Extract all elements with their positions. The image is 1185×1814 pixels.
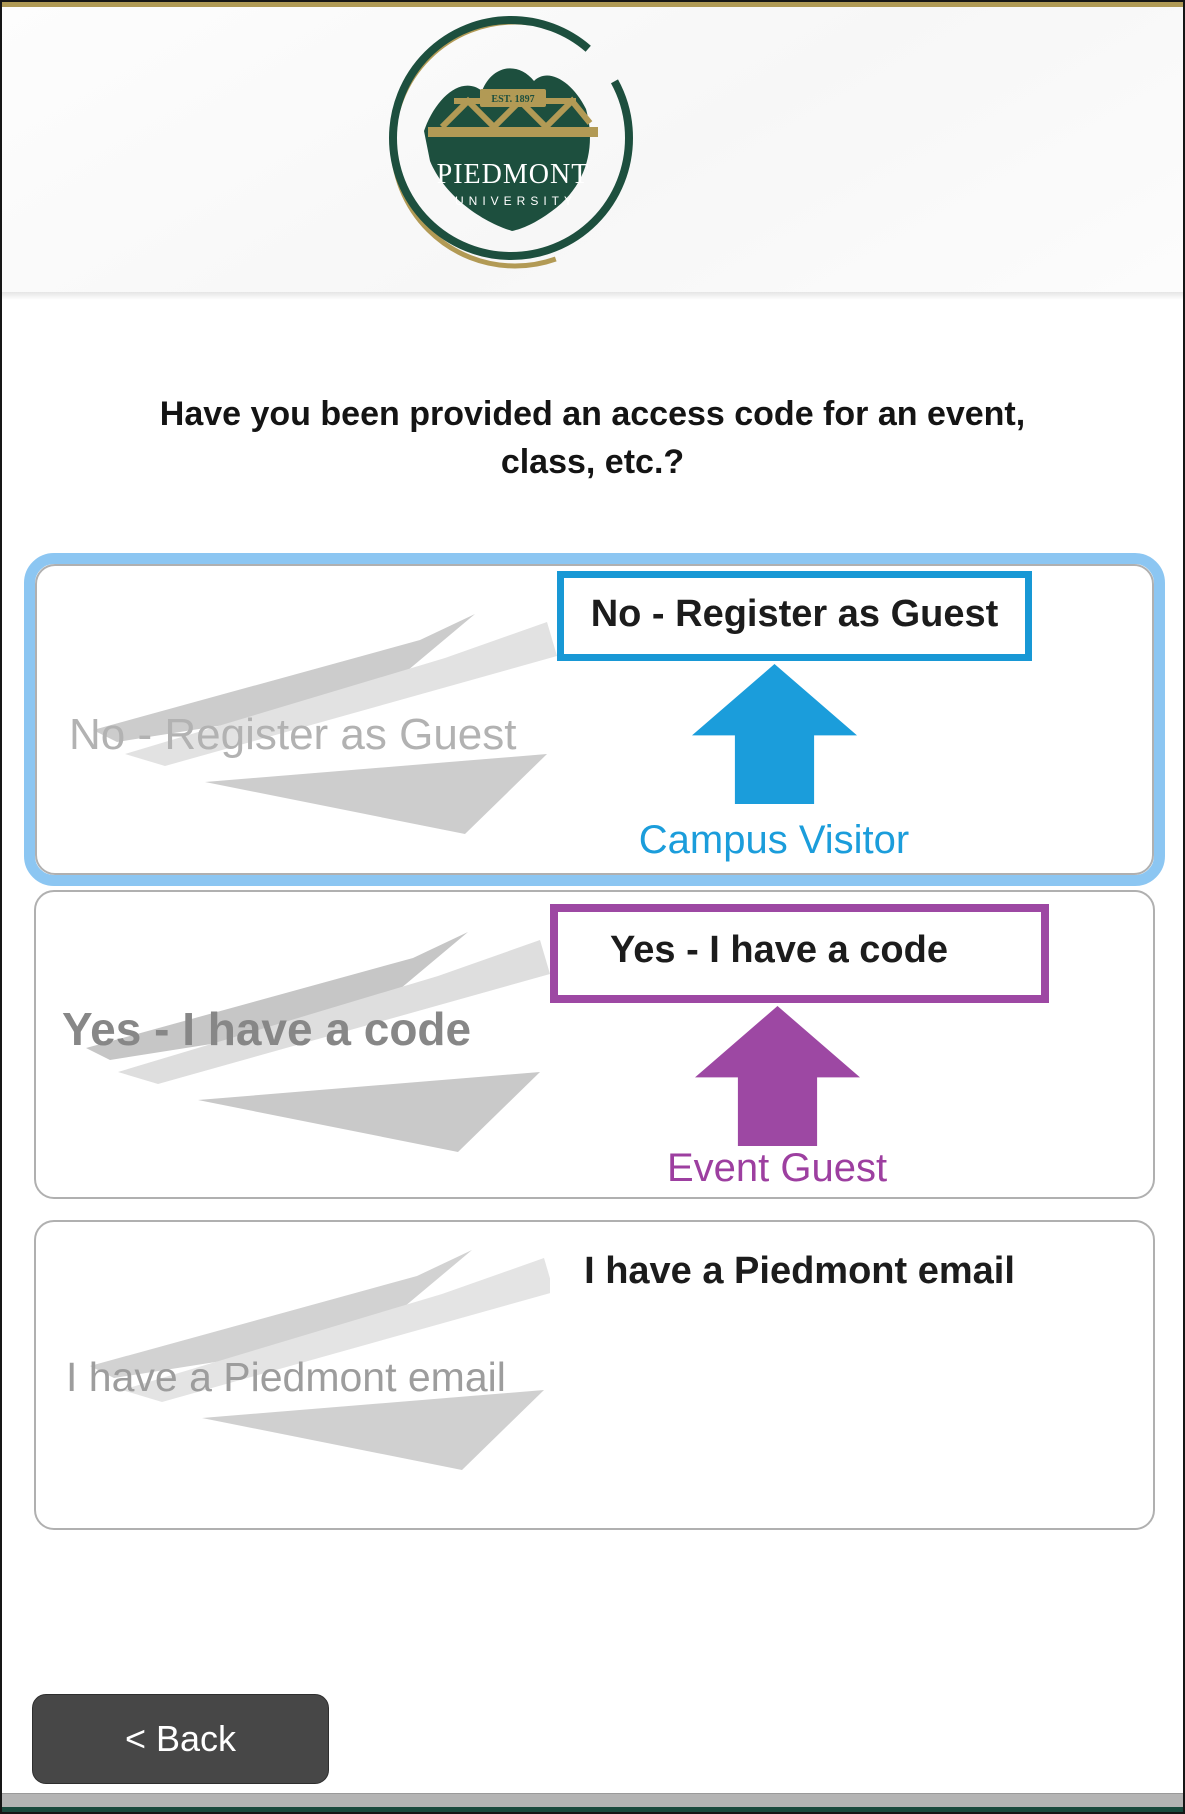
paper-plane-graphic: No - Register as Guest xyxy=(65,614,570,836)
bottom-green-bar xyxy=(2,1807,1183,1812)
question-line1: Have you been provided an access code fo… xyxy=(159,395,1026,433)
callout-box-yes-code: Yes - I have a code xyxy=(550,904,1049,1003)
option-i-have-a-piedmont-email[interactable]: I have a Piedmont email I have a Piedmon… xyxy=(34,1220,1155,1530)
option-no-register-as-guest[interactable]: No - Register as Guest No - Register as … xyxy=(35,564,1154,875)
arrow-up-icon xyxy=(695,1006,860,1146)
logo-header: EST. 1897 PIEDMONT UNIVERSITY xyxy=(2,7,1183,300)
annotation-event-guest: Event Guest xyxy=(666,1146,888,1190)
annotation-campus-visitor: Campus Visitor xyxy=(638,818,910,862)
logo-est-plaque xyxy=(480,89,546,107)
logo-wordmark-sub: UNIVERSITY xyxy=(455,194,577,208)
paper-plane-graphic: I have a Piedmont email xyxy=(62,1250,567,1472)
label-piedmont-email: I have a Piedmont email xyxy=(550,1250,1049,1310)
option-yes-i-have-a-code[interactable]: Yes - I have a code Yes - I have a code … xyxy=(34,890,1155,1199)
question-heading: Have you been provided an access code fo… xyxy=(73,390,1113,487)
callout-box-no-register: No - Register as Guest xyxy=(557,571,1032,661)
arrow-up-icon xyxy=(692,664,857,804)
logo-mountains xyxy=(424,68,590,232)
logo-green-ring xyxy=(389,16,633,260)
option-graphic-label: No - Register as Guest xyxy=(69,710,517,759)
logo-wordmark: PIEDMONT xyxy=(437,159,590,190)
back-button[interactable]: < Back xyxy=(32,1694,329,1784)
option-no-register-as-guest-highlight: No - Register as Guest No - Register as … xyxy=(24,553,1165,886)
top-gold-divider xyxy=(2,2,1183,7)
piedmont-university-logo-icon: EST. 1897 PIEDMONT UNIVERSITY xyxy=(384,11,642,269)
paper-plane-graphic: Yes - I have a code xyxy=(58,932,563,1154)
logo-est-text: EST. 1897 xyxy=(491,94,534,105)
option-graphic-label: I have a Piedmont email xyxy=(66,1354,506,1400)
horizontal-scrollbar[interactable] xyxy=(2,1793,1183,1807)
question-line2: class, etc.? xyxy=(500,443,685,482)
option-graphic-label: Yes - I have a code xyxy=(62,1003,472,1055)
logo-bridge-deck xyxy=(428,127,598,137)
